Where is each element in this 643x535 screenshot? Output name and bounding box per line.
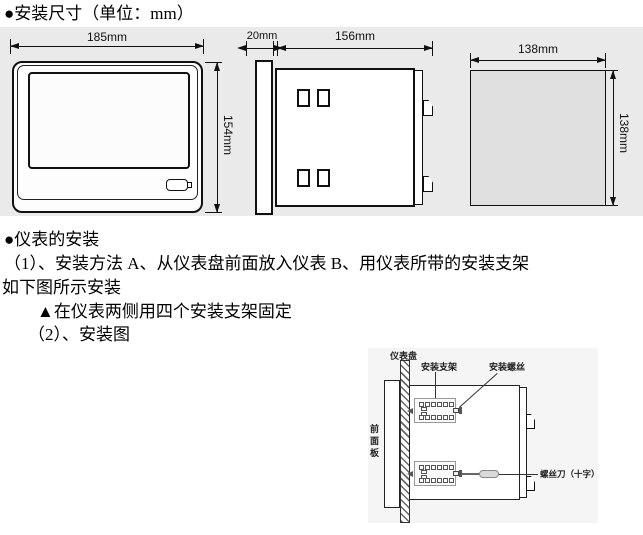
side-view-mount-slot-2 [317, 89, 330, 107]
section-title-dimensions: ●安装尺寸（单位：mm） [4, 4, 194, 23]
bracket-screw-icon [453, 471, 459, 476]
front-height-label: 154mm [221, 115, 235, 156]
mounting-bracket-bottom [407, 461, 462, 486]
front-width-dimension [10, 39, 204, 54]
side-bezel-dimension [237, 41, 283, 56]
section-title-installation: ●仪表的安装 [4, 230, 100, 249]
cutout-height-label: 138mm [617, 113, 631, 154]
side-view-body [275, 68, 415, 207]
bracket-arrow-icon [407, 408, 413, 414]
side-bezel-depth-label: 20mm [246, 30, 278, 42]
front-view-button-latch [187, 182, 192, 188]
bracket-screw-icon [453, 408, 459, 413]
front-height-dimension [205, 62, 222, 213]
front-view-button [166, 179, 188, 191]
paragraph-method-cont: 如下图所示安装 [2, 278, 121, 297]
mounting-bracket-top [407, 398, 462, 423]
screwdriver-handle-icon [479, 470, 499, 478]
paragraph-note: ▲在仪表两侧用四个安装支架固定 [37, 302, 292, 321]
cutout-height-dimension [601, 70, 618, 206]
diagram-terminal-tab-bottom [526, 476, 535, 491]
side-view-mount-slot-4 [317, 169, 330, 187]
diagram-screwdriver-label: 螺丝刀（十字） [540, 469, 600, 479]
side-view-mount-slot-3 [297, 169, 310, 187]
side-body-depth-label: 156mm [334, 29, 375, 43]
screwdriver-leader-line [499, 474, 538, 475]
diagram-front-panel-label: 前面板 [369, 424, 379, 460]
side-view-terminal-tab-top [423, 100, 433, 116]
paragraph-figure-caption: （2）、安装图 [28, 325, 130, 344]
front-view-inner-bezel [17, 65, 198, 200]
front-view-screen [28, 72, 190, 169]
side-view-bezel [255, 60, 273, 215]
bracket-leader-line [435, 372, 436, 398]
side-view-rear-strip [414, 70, 423, 205]
diagram-screw-label: 安装螺丝 [489, 362, 526, 372]
diagram-rear-strip [519, 387, 527, 498]
cutout-width-label: 138mm [517, 42, 558, 56]
front-width-label: 185mm [86, 30, 127, 44]
bracket-arrow-icon [407, 471, 413, 477]
side-view-terminal-tab-bottom [423, 176, 433, 192]
cutout-width-dimension [470, 53, 606, 68]
diagram-bracket-label: 安装支架 [421, 362, 458, 372]
side-view-mount-slot-1 [297, 89, 310, 107]
diagram-panel-label: 仪表盘 [390, 351, 418, 361]
diagram-terminal-tab-top [526, 414, 535, 429]
paragraph-method: （1）、安装方法 A、从仪表盘前面放入仪表 B、用仪表所带的安装支架 [4, 254, 530, 273]
side-body-dimension [277, 41, 433, 56]
panel-cutout-square [470, 70, 606, 206]
diagram-front-panel [384, 380, 400, 508]
